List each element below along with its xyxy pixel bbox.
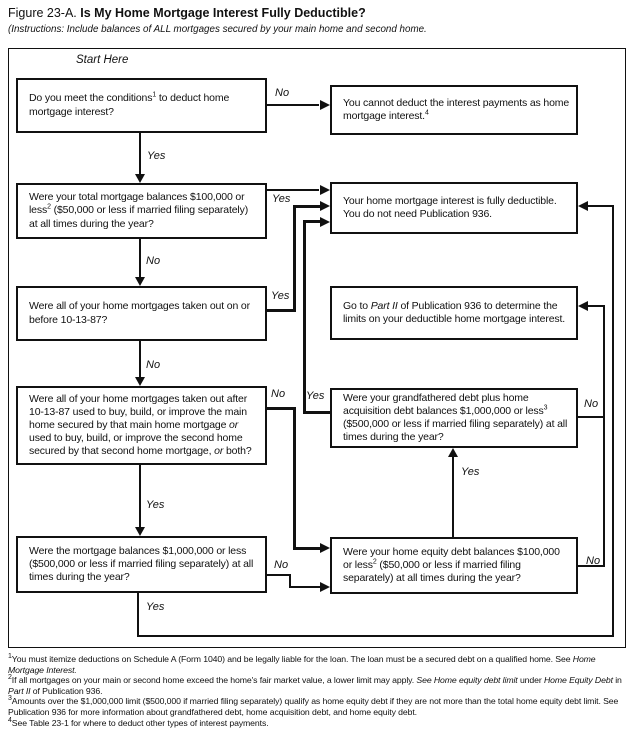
connector-r4-yes xyxy=(303,220,320,223)
connector-q5-no xyxy=(289,586,320,588)
label-q5-yes: Yes xyxy=(146,601,165,613)
connector-q3-no xyxy=(139,341,141,377)
arrowhead xyxy=(135,174,145,183)
footnote-1: 1You must itemize deductions on Schedule… xyxy=(8,653,596,675)
connector-r4-yes xyxy=(303,220,306,414)
label-q5-no: No xyxy=(274,559,289,571)
arrowhead xyxy=(135,277,145,286)
flowchart-border xyxy=(8,48,626,648)
connector-r4-no xyxy=(578,416,605,418)
arrowhead xyxy=(320,100,330,110)
connector-q5-yes xyxy=(588,205,614,207)
label-r4-yes: Yes xyxy=(306,390,325,402)
label-q4-yes: Yes xyxy=(146,499,165,511)
arrowhead xyxy=(320,185,330,195)
label-q3-no: No xyxy=(146,359,161,371)
label-q4-no: No xyxy=(271,388,286,400)
arrowhead xyxy=(320,582,330,592)
node-q1-conditions: Do you meet the conditions1 to deduct ho… xyxy=(16,78,267,133)
node-cannot-deduct: You cannot deduct the interest payments … xyxy=(330,85,578,135)
connector-q3-yes xyxy=(267,309,296,312)
connector-q4-yes xyxy=(139,465,141,527)
label-r5-no: No xyxy=(586,555,601,567)
arrowhead xyxy=(320,217,330,227)
connector-q3-yes xyxy=(293,205,296,312)
connector-q2-no xyxy=(139,239,141,277)
arrowhead xyxy=(578,201,588,211)
connector-q5-no xyxy=(289,574,291,588)
node-go-to-part-2: Go to Part II of Publication 936 to dete… xyxy=(330,286,578,340)
label-q2-yes: Yes xyxy=(272,193,291,205)
start-here-label: Start Here xyxy=(76,54,129,66)
connector-r5-no xyxy=(578,565,605,567)
connector-r5-yes xyxy=(452,457,454,537)
arrowhead xyxy=(320,543,330,553)
figure-instructions: (Instructions: Include balances of ALL m… xyxy=(8,24,427,35)
connector-r4-yes xyxy=(303,411,330,414)
connector-q5-yes xyxy=(137,593,139,637)
label-q1-yes: Yes xyxy=(147,150,166,162)
node-q5-balances-1m: Were the mortgage balances $1,000,000 or… xyxy=(16,536,267,593)
label-q3-yes: Yes xyxy=(271,290,290,302)
node-home-equity-debt: Were your home equity debt balances $100… xyxy=(330,537,578,594)
connector-q5-no xyxy=(267,574,291,576)
arrowhead xyxy=(320,201,330,211)
connector-r4-no xyxy=(603,305,605,567)
connector-q4-no xyxy=(293,547,320,550)
figure-title: Figure 23-A. Is My Home Mortgage Interes… xyxy=(8,6,366,20)
connector-r4-no xyxy=(588,305,605,307)
connector-q3-yes xyxy=(293,205,320,208)
node-q2-balances-100k: Were your total mortgage balances $100,0… xyxy=(16,183,267,239)
arrowhead xyxy=(135,377,145,386)
arrowhead xyxy=(448,448,458,457)
connector-q1-no xyxy=(267,104,319,106)
connector-q4-no xyxy=(293,407,296,548)
footnote-4: 4See Table 23-1 for where to deduct othe… xyxy=(8,716,269,728)
arrowhead xyxy=(135,527,145,536)
label-q2-no: No xyxy=(146,255,161,267)
arrowhead xyxy=(578,301,588,311)
node-q4-after-101387-use: Were all of your home mortgages taken ou… xyxy=(16,386,267,465)
node-grandfathered-debt: Were your grandfathered debt plus home a… xyxy=(330,388,578,448)
footnote-2: 2If all mortgages on your main or second… xyxy=(8,674,622,696)
connector-q5-yes xyxy=(137,635,614,637)
connector-q4-no xyxy=(267,407,296,410)
footnotes: 1You must itemize deductions on Schedule… xyxy=(8,653,628,728)
label-r4-no: No xyxy=(584,398,599,410)
node-q3-before-101387: Were all of your home mortgages taken ou… xyxy=(16,286,267,341)
label-q1-no: No xyxy=(275,87,290,99)
footnote-3: 3Amounts over the $1,000,000 limit ($500… xyxy=(8,695,619,718)
label-r5-yes: Yes xyxy=(461,466,480,478)
connector-q2-yes xyxy=(267,189,319,191)
node-fully-deductible: Your home mortgage interest is fully ded… xyxy=(330,182,578,234)
connector-q1-yes xyxy=(139,133,141,174)
connector-q5-yes xyxy=(612,205,614,637)
